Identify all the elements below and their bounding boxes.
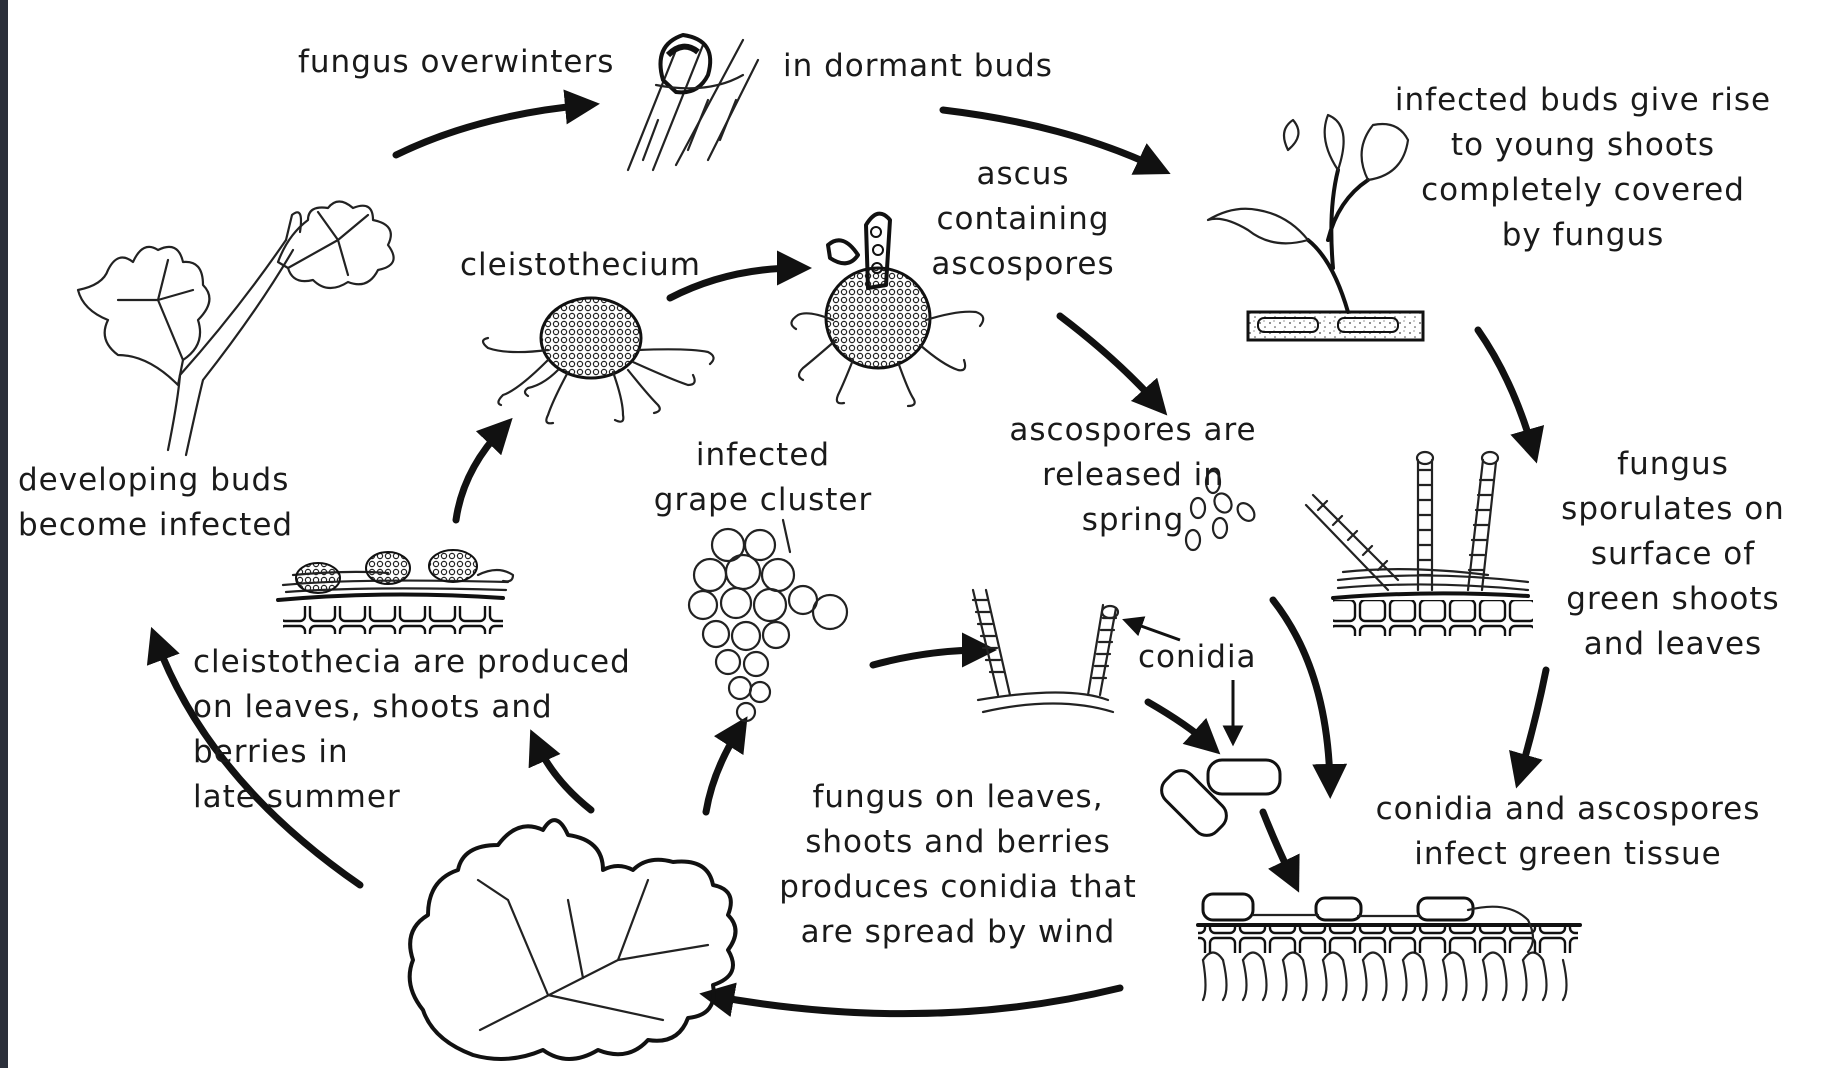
arrow-cluster-to-hyphae [873, 650, 983, 665]
label-fungus-overwinters: fungus overwinters [298, 40, 614, 85]
developing-buds-illustration [78, 202, 394, 456]
life-cycle-diagram: fungus overwinters in dormant buds infec… [8, 0, 1822, 1068]
label-conidia-and-ascospores: conidia and ascospores infect green tiss… [1338, 787, 1798, 877]
label-infected-grape-cluster: infected grape cluster [638, 433, 888, 523]
arrow-ascus-to-release [1060, 316, 1158, 405]
green-tissue-infection-illustration [1198, 894, 1588, 1000]
cleistothecium-illustration [483, 298, 714, 423]
arrow-release-to-infection [1273, 600, 1330, 785]
arrow-sporulation-to-infection [1520, 670, 1546, 775]
label-infected-buds: infected buds give rise to young shoots … [1363, 78, 1803, 258]
arrow-to-dormant-buds [396, 105, 586, 155]
label-ascus: ascus containing ascospores [888, 152, 1158, 287]
label-developing-buds: developing buds become infected [18, 458, 293, 548]
arrow-shoots-to-sporulation [1478, 330, 1533, 450]
arrow-conidia-to-tissue [1263, 812, 1293, 880]
infected-leaf-illustration [410, 820, 736, 1059]
grape-cluster-illustration [689, 520, 847, 721]
arrow-cleistothecia-up [456, 428, 503, 520]
cleistothecia-tissue-illustration [278, 550, 513, 634]
dormant-bud-illustration [628, 35, 758, 170]
label-fungus-sporulates: fungus sporulates on surface of green sh… [1528, 442, 1818, 667]
hyphae-conidia-illustration [973, 590, 1118, 712]
label-cleistothecium: cleistothecium [460, 243, 701, 288]
label-in-dormant-buds: in dormant buds [783, 44, 1053, 89]
arrow-leaf-to-cluster [706, 728, 740, 812]
label-ascospores-released: ascospores are released in spring [978, 408, 1288, 543]
arrow-hyphae-to-conidia [1148, 702, 1210, 745]
arrow-tissue-to-leaf [713, 988, 1120, 1014]
label-conidia: conidia [1138, 635, 1257, 680]
label-fungus-on-leaves: fungus on leaves, shoots and berries pro… [748, 775, 1168, 955]
sporulation-tissue-illustration [1306, 452, 1533, 636]
conidia-spores-illustration [1156, 760, 1280, 841]
label-cleistothecia-produced: cleistothecia are produced on leaves, sh… [193, 640, 631, 820]
